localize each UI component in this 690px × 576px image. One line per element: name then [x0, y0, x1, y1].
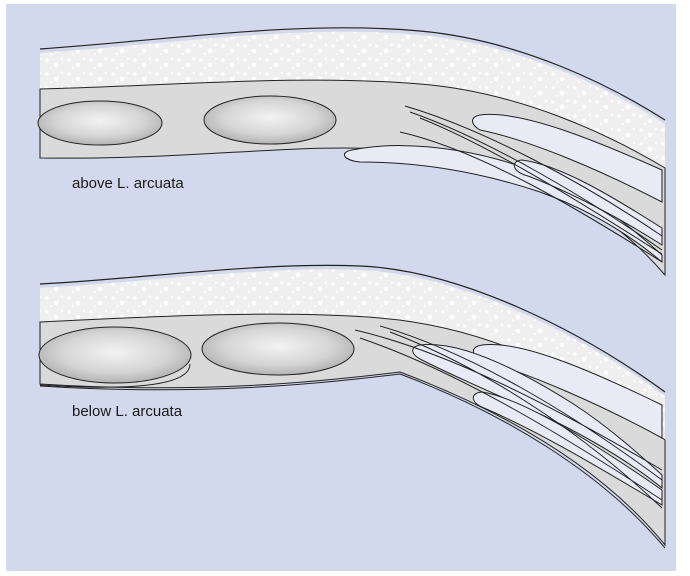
rectus-muscle-right-bottom — [202, 323, 354, 375]
rectus-muscle-left-bottom — [39, 327, 191, 383]
rectus-muscle-right-top — [204, 96, 336, 144]
section-above-arcuate-line — [38, 28, 665, 275]
label-below-arcuate-line: below L. arcuata — [72, 403, 182, 420]
rectus-muscle-left-top — [38, 101, 162, 145]
label-above-arcuate-line: above L. arcuata — [72, 175, 184, 192]
